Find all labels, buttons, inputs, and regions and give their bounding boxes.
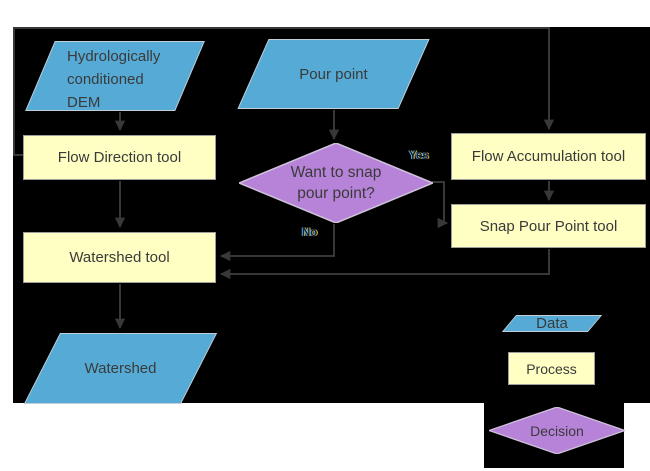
node-flow-accumulation-tool: Flow Accumulation tool xyxy=(451,133,646,180)
node-watershed-tool: Watershed tool xyxy=(23,232,216,283)
node-pour-point-label: Pour point xyxy=(299,65,368,83)
node-watershed-label: Watershed xyxy=(84,360,157,377)
node-watershed: Watershed xyxy=(23,333,218,404)
legend-decision-label: Decision xyxy=(530,422,584,439)
node-snap-pour-point-label: Snap Pour Point tool xyxy=(479,217,618,235)
edge-decision-yes-to-snap xyxy=(432,181,449,229)
legend-item-process: Process xyxy=(508,352,595,385)
dem-label-line2: conditioned xyxy=(67,71,144,88)
edge-decision-no-to-watershedtool xyxy=(219,224,335,262)
legend-process-label: Process xyxy=(526,360,577,377)
node-dem-label: Hydrologically conditioned DEM xyxy=(67,45,160,114)
node-watershed-tool-label: Watershed tool xyxy=(69,249,170,266)
dem-label-line3: DEM xyxy=(67,94,101,111)
decision-diamond-shape xyxy=(239,143,433,223)
dem-label-line1: Hydrologically xyxy=(67,48,161,65)
decision-label-line2: pour point? xyxy=(297,185,375,202)
node-decision-want-to-snap: Want to snap pour point? xyxy=(239,143,433,223)
legend-data-label: Data xyxy=(536,315,568,332)
legend-decision-shape xyxy=(489,407,625,454)
legend-item-data: Data xyxy=(501,315,603,332)
node-snap-pour-point-tool: Snap Pour Point tool xyxy=(451,204,646,248)
node-flow-direction-label: Flow Direction tool xyxy=(57,149,182,166)
edge-label-yes: Yes xyxy=(409,150,429,162)
node-decision-label: Want to snap pour point? xyxy=(291,162,382,204)
edge-label-no: No xyxy=(302,227,318,239)
legend-item-decision: Decision xyxy=(489,407,625,454)
node-hydrologically-conditioned-dem: Hydrologically conditioned DEM xyxy=(25,41,205,114)
node-pour-point: Pour point xyxy=(237,39,430,109)
edge-snap-to-watershedtool xyxy=(219,249,550,280)
node-flow-direction-tool: Flow Direction tool xyxy=(23,135,216,180)
node-flow-accumulation-label: Flow Accumulation tool xyxy=(471,148,626,165)
decision-label-line1: Want to snap xyxy=(290,164,382,181)
edge-flowdirection-to-flowaccumulation xyxy=(13,27,555,156)
